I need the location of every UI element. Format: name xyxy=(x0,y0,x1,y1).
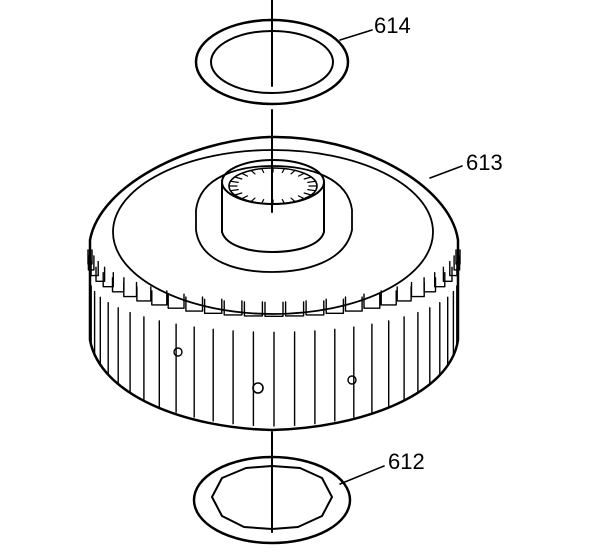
drum-slot xyxy=(95,266,106,367)
drum-slot xyxy=(363,293,381,413)
hub-spline-tooth xyxy=(241,172,249,177)
hub-spline-tooth xyxy=(290,197,296,203)
drum-slot xyxy=(380,290,397,408)
drum-slot xyxy=(185,296,204,418)
drum-slot xyxy=(434,272,446,376)
hub-spline-tooth xyxy=(290,169,296,175)
drum-slot xyxy=(136,286,152,401)
drum-slot xyxy=(111,277,125,385)
drum-slot xyxy=(423,277,437,385)
drum-slot xyxy=(102,272,114,376)
hub-spline-tooth xyxy=(297,172,305,177)
drum-slot xyxy=(410,281,425,393)
callout-613: 613 xyxy=(466,150,503,175)
drum-slot xyxy=(151,290,168,408)
hub-spline-tooth xyxy=(297,195,305,200)
drum-slot xyxy=(396,286,412,401)
hub-spline-tooth xyxy=(234,192,243,196)
drum-slot xyxy=(305,300,325,425)
hub-spline-tooth xyxy=(281,168,285,174)
callout-612: 612 xyxy=(388,449,425,474)
hub-spline-tooth xyxy=(234,176,243,180)
clutch-housing-613 xyxy=(87,135,461,432)
hub-spline-tooth xyxy=(303,176,312,180)
drum-slot xyxy=(123,281,138,393)
drum-slot xyxy=(344,296,363,418)
drum-slot xyxy=(449,260,458,357)
hub-spline-tooth xyxy=(307,189,317,192)
drum-slot xyxy=(455,249,461,337)
hub-spline-tooth xyxy=(281,198,285,204)
drum-slot xyxy=(203,298,223,422)
drum-slot xyxy=(167,293,185,413)
drum-slot xyxy=(284,301,305,427)
hub-spline-tooth xyxy=(307,180,317,183)
drum-slot xyxy=(264,301,284,427)
hub-spline-tooth xyxy=(229,180,239,183)
hub-spline-tooth xyxy=(261,198,265,204)
hub-spline-tooth xyxy=(250,169,256,175)
drum-slot xyxy=(325,298,345,422)
hub-spline-tooth xyxy=(241,195,249,200)
drum-slot xyxy=(223,300,243,425)
drum-slot xyxy=(442,266,453,367)
hub-spline-tooth xyxy=(229,189,239,192)
hub-spline-tooth xyxy=(303,192,312,196)
drum-slot xyxy=(90,260,99,357)
drum-slot xyxy=(243,301,264,427)
callout-614: 614 xyxy=(374,13,411,38)
hub-spline-tooth xyxy=(261,168,265,174)
hub-spline-tooth xyxy=(250,197,256,203)
leader-lines xyxy=(339,29,463,485)
